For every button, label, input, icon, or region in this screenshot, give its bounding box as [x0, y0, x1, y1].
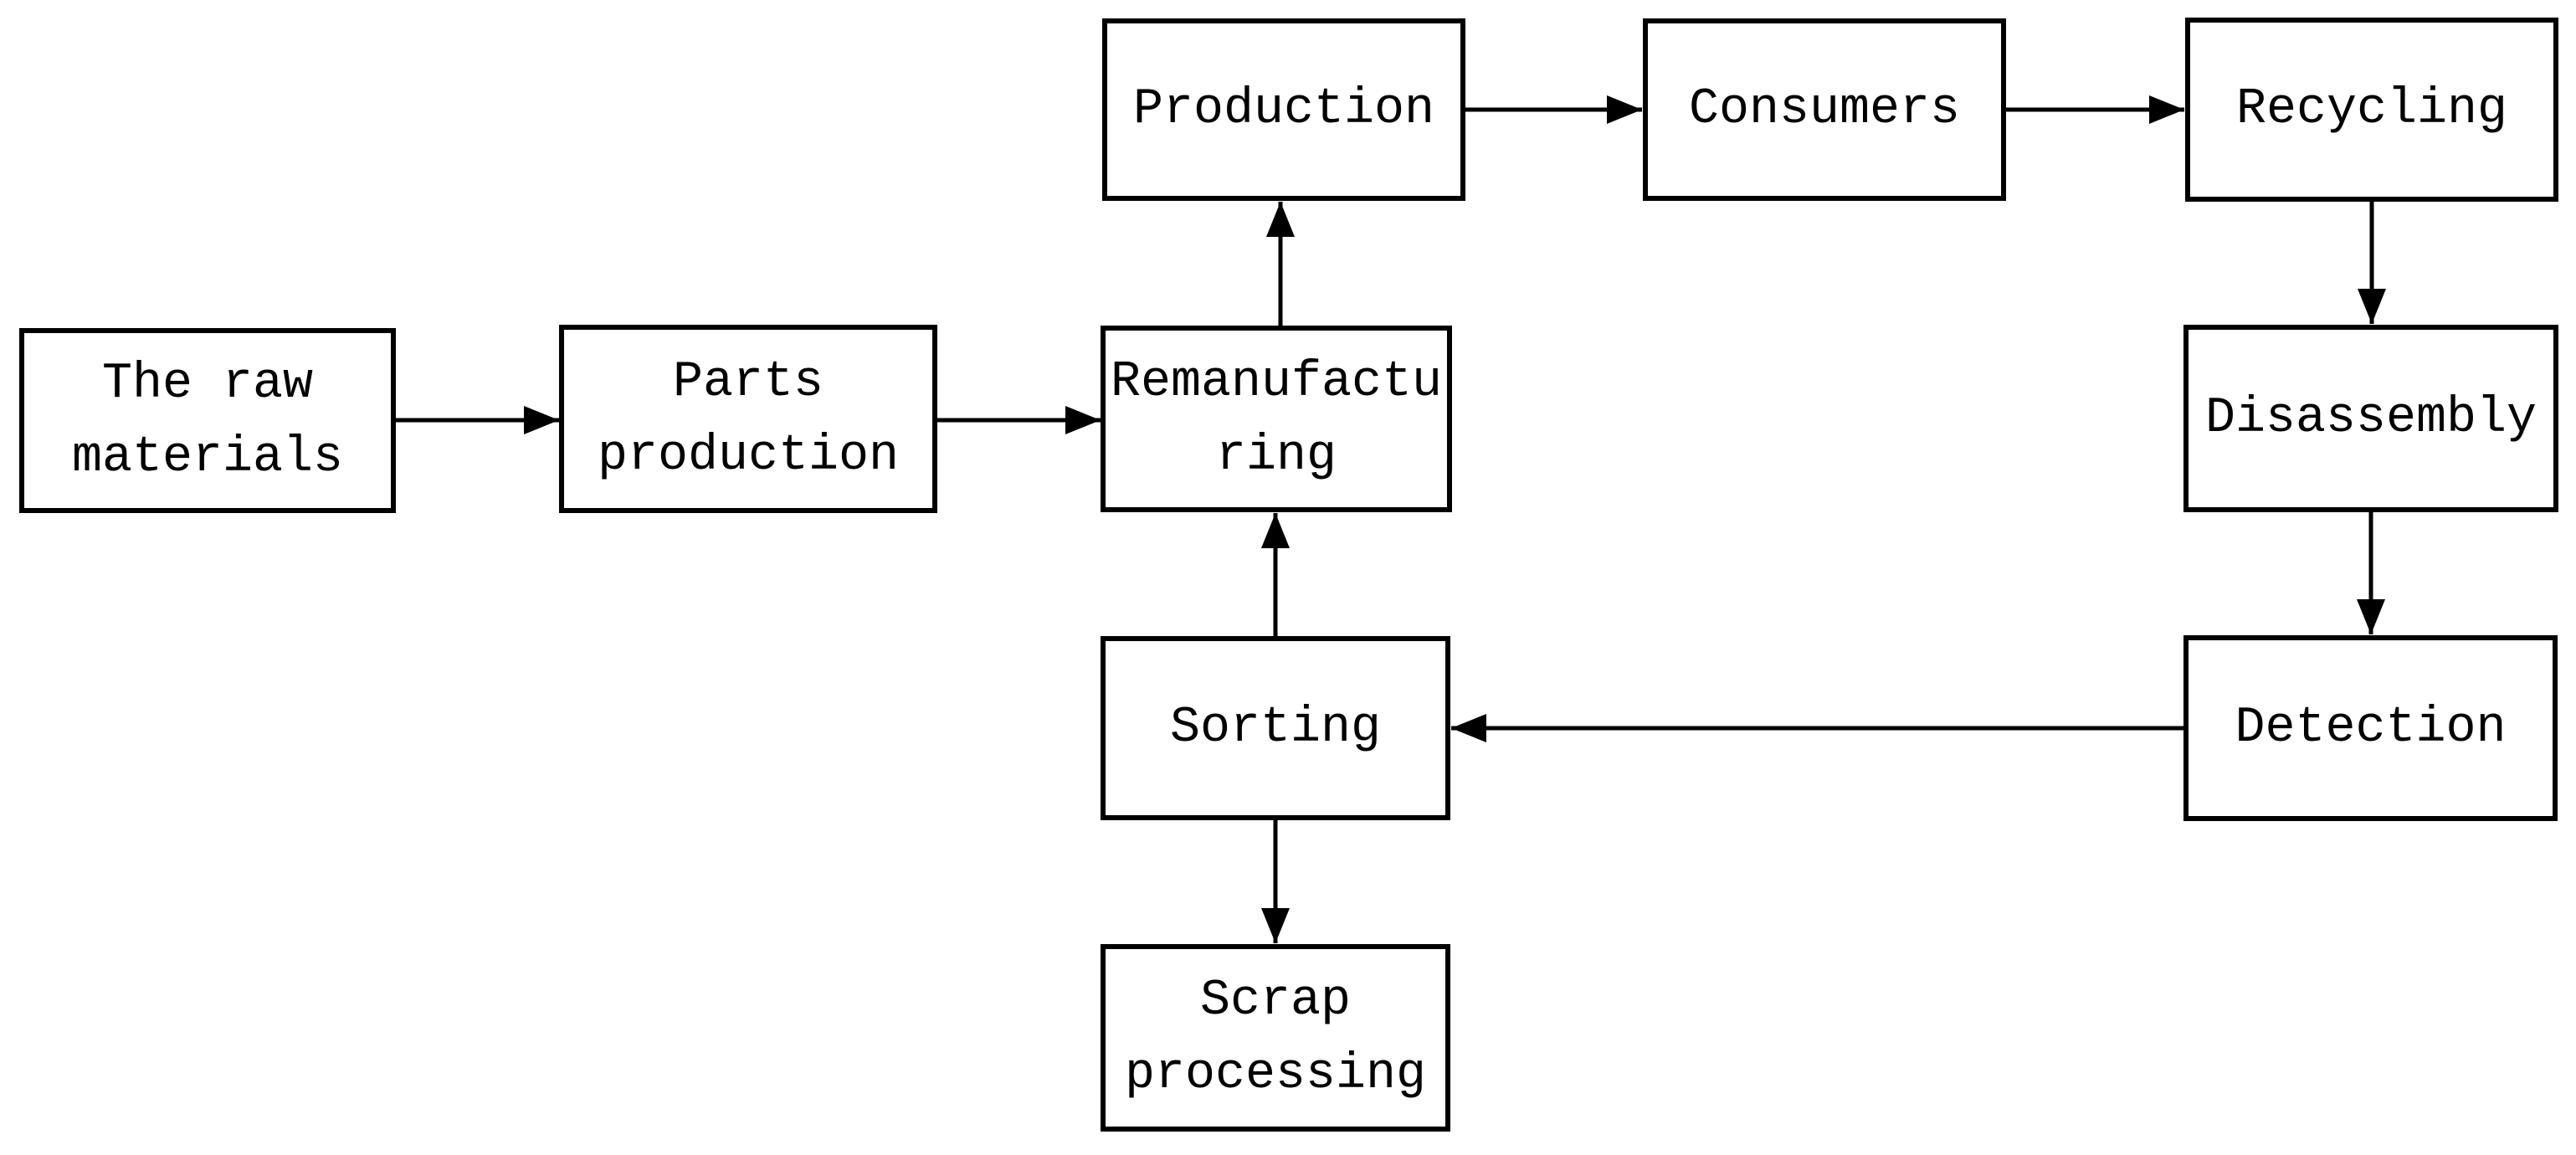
node-production: Production [1102, 18, 1465, 201]
node-recycling: Recycling [2185, 18, 2558, 202]
node-remanufacturing: Remanufactu ring [1101, 326, 1452, 512]
node-disassembly: Disassembly [2183, 325, 2558, 512]
node-consumers: Consumers [1643, 18, 2006, 201]
node-detection: Detection [2183, 635, 2558, 821]
node-sorting: Sorting [1101, 636, 1450, 820]
node-scrap-processing: Scrap processing [1101, 944, 1450, 1132]
node-parts-production: Parts production [559, 325, 937, 513]
node-raw-materials: The raw materials [19, 328, 396, 513]
